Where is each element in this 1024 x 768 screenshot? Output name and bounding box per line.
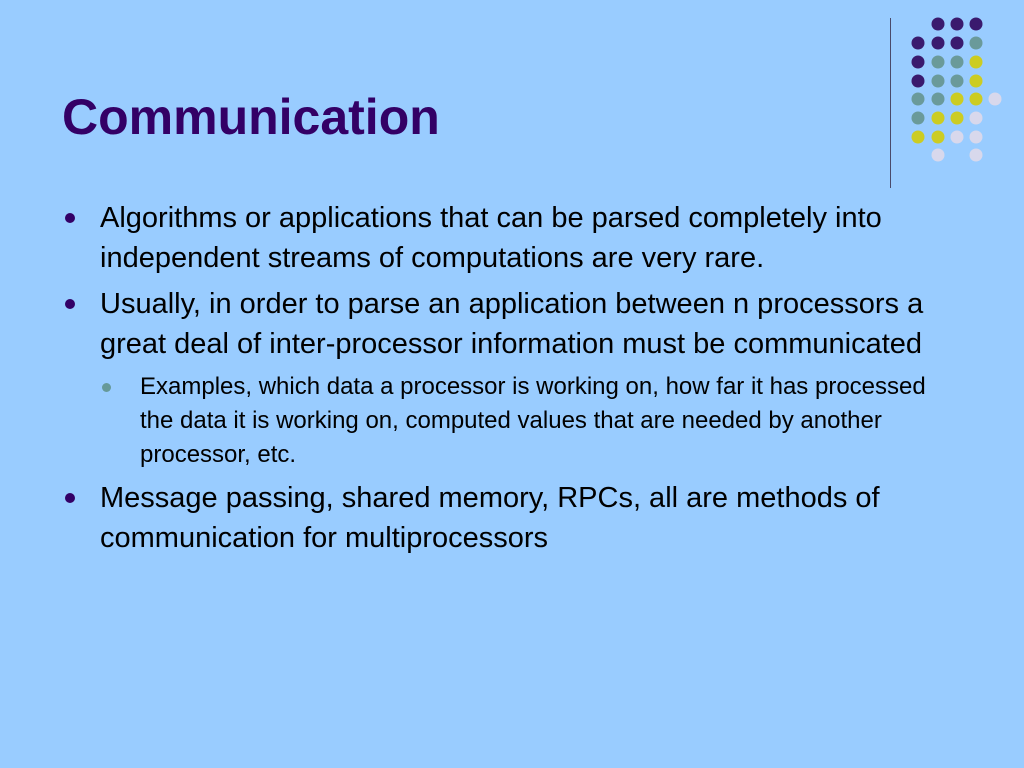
decorative-dot	[950, 92, 964, 106]
decorative-dot	[969, 74, 983, 88]
decorative-dot	[931, 130, 945, 144]
decorative-dot	[931, 148, 945, 162]
bullet-dot-icon	[65, 213, 75, 223]
bullet-dot-icon	[65, 493, 75, 503]
slide-title: Communication	[62, 89, 440, 145]
decorative-dot	[911, 92, 925, 106]
decorative-dot	[911, 111, 925, 125]
decorative-dot	[911, 130, 925, 144]
decorative-dot	[931, 74, 945, 88]
decorative-dot	[950, 111, 964, 125]
sub-bullet-item: Examples, which data a processor is work…	[100, 370, 962, 472]
decorative-dot	[969, 92, 983, 106]
decorative-dot	[931, 36, 945, 50]
decorative-dot	[950, 36, 964, 50]
decorative-dot	[931, 17, 945, 31]
decorative-dot	[911, 55, 925, 69]
sub-bullet-text: Examples, which data a processor is work…	[140, 373, 926, 468]
slide-content: Algorithms or applications that can be p…	[62, 198, 962, 564]
bullet-dot-icon	[65, 299, 75, 309]
bullet-item: Algorithms or applications that can be p…	[62, 198, 962, 278]
decorative-dot-grid	[911, 17, 1002, 162]
bullet-text: Message passing, shared memory, RPCs, al…	[100, 482, 880, 554]
decorative-dot	[950, 130, 964, 144]
bullet-text: Usually, in order to parse an applicatio…	[100, 288, 924, 360]
decorative-dot	[988, 92, 1002, 106]
decorative-dot	[931, 92, 945, 106]
decorative-dot	[950, 17, 964, 31]
decorative-dot	[911, 74, 925, 88]
bullet-text: Algorithms or applications that can be p…	[100, 202, 882, 274]
decorative-dot	[931, 111, 945, 125]
bullet-item: Message passing, shared memory, RPCs, al…	[62, 478, 962, 558]
decorative-dot	[911, 36, 925, 50]
decorative-dot	[969, 17, 983, 31]
decorative-dot	[969, 55, 983, 69]
decorative-dot	[969, 148, 983, 162]
decorative-dot	[950, 55, 964, 69]
decorative-dot	[931, 55, 945, 69]
bullet-item: Usually, in order to parse an applicatio…	[62, 284, 962, 364]
decorative-vertical-line	[890, 18, 891, 188]
decorative-dot	[950, 74, 964, 88]
sub-bullet-dot-icon	[102, 383, 111, 392]
decorative-dot	[969, 36, 983, 50]
decorative-dot	[969, 130, 983, 144]
decorative-dot	[969, 111, 983, 125]
